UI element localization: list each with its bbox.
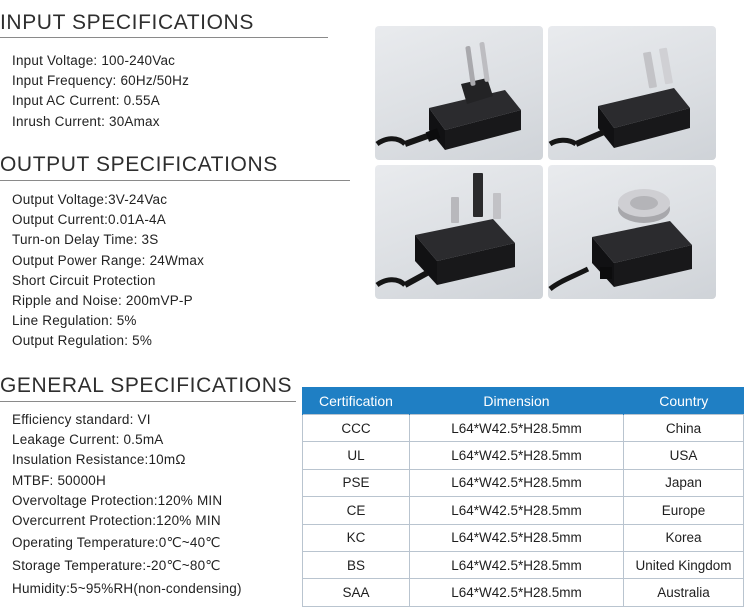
certification-cell: BS	[302, 550, 410, 580]
dimension-cell: L64*W42.5*H28.5mm	[409, 550, 624, 580]
output-spec-item: Turn-on Delay Time: 3S	[12, 232, 159, 248]
output-spec-list: Output Voltage:3V-24Vac Output Current:0…	[12, 190, 204, 352]
certification-cell: UL	[302, 441, 410, 470]
dimension-cell: L64*W42.5*H28.5mm	[409, 523, 624, 552]
country-cell: Japan	[623, 468, 744, 498]
input-specifications-heading: INPUT SPECIFICATIONS	[0, 11, 254, 34]
general-spec-item: Leakage Current: 0.5mA	[12, 432, 164, 448]
input-spec-item: Input AC Current: 0.55A	[12, 93, 160, 109]
output-spec-item: Output Voltage:3V-24Vac	[12, 192, 168, 207]
general-spec-item: MTBF: 50000H	[12, 472, 106, 488]
adapter-photo-au-plug	[548, 165, 716, 299]
certification-column-header: Certification	[302, 387, 410, 415]
output-spec-item: Output Power Range: 24Wmax	[12, 252, 205, 268]
uk-plug-adapter-illustration	[375, 173, 515, 288]
country-column-header: Country	[623, 387, 744, 415]
country-cell: United Kingdom	[623, 550, 744, 580]
output-heading-rule	[0, 180, 350, 181]
certification-cell: SAA	[302, 578, 410, 607]
output-spec-item: Short Circuit Protection	[12, 272, 156, 288]
certification-cell: CCC	[302, 413, 410, 443]
input-spec-list: Input Voltage: 100-240Vac Input Frequenc…	[12, 51, 189, 132]
input-spec-item: Inrush Current: 30Amax	[12, 113, 160, 129]
table-row: PSE L64*W42.5*H28.5mm Japan	[302, 468, 744, 498]
general-heading-rule	[0, 401, 296, 402]
us-plug-adapter-illustration	[548, 47, 690, 148]
dimension-cell: L64*W42.5*H28.5mm	[409, 578, 624, 607]
eu-plug-adapter-illustration	[375, 42, 521, 150]
general-specifications-heading: GENERAL SPECIFICATIONS	[0, 374, 293, 397]
input-spec-item: Input Frequency: 60Hz/50Hz	[12, 73, 190, 89]
table-row: SAA L64*W42.5*H28.5mm Australia	[302, 578, 744, 607]
general-spec-item: Storage Temperature:-20℃~80℃	[12, 558, 221, 574]
dimension-cell: L64*W42.5*H28.5mm	[409, 468, 624, 498]
adapter-photo-uk-plug	[375, 165, 543, 299]
country-cell: Australia	[623, 578, 744, 607]
table-row: CCC L64*W42.5*H28.5mm China	[302, 413, 744, 443]
certification-cell: PSE	[302, 468, 410, 498]
country-cell: Europe	[623, 496, 744, 525]
dimension-cell: L64*W42.5*H28.5mm	[409, 441, 624, 470]
adapter-photo-us-plug	[548, 26, 716, 160]
table-row: KC L64*W42.5*H28.5mm Korea	[302, 523, 744, 552]
general-spec-item: Humidity:5~95%RH(non-condensing)	[12, 581, 242, 597]
input-spec-item: Input Voltage: 100-240Vac	[12, 53, 176, 68]
au-plug-adapter-illustration	[548, 189, 692, 291]
certification-cell: KC	[302, 523, 410, 552]
country-cell: China	[623, 413, 744, 443]
general-spec-item: Overcurrent Protection:120% MIN	[12, 512, 221, 528]
adapter-photo-eu-plug	[375, 26, 543, 160]
output-spec-item: Output Current:0.01A-4A	[12, 212, 166, 228]
output-specifications-heading: OUTPUT SPECIFICATIONS	[0, 153, 278, 176]
dimension-column-header: Dimension	[409, 387, 624, 415]
output-spec-item: Output Regulation: 5%	[12, 333, 153, 349]
table-header-row: Certification Dimension Country	[302, 387, 744, 415]
general-spec-item: Overvoltage Protection:120% MIN	[12, 492, 223, 508]
certification-table: Certification Dimension Country CCC L64*…	[302, 387, 744, 607]
general-spec-item: Efficiency standard: VI	[12, 412, 151, 427]
general-spec-item: Operating Temperature:0℃~40℃	[12, 535, 221, 551]
general-spec-list: Efficiency standard: VI Leakage Current:…	[12, 410, 242, 600]
table-row: UL L64*W42.5*H28.5mm USA	[302, 441, 744, 470]
input-heading-rule	[0, 37, 328, 38]
table-row: BS L64*W42.5*H28.5mm United Kingdom	[302, 550, 744, 580]
output-spec-item: Ripple and Noise: 200mVP-P	[12, 292, 193, 308]
country-cell: Korea	[623, 523, 744, 552]
output-spec-item: Line Regulation: 5%	[12, 313, 137, 329]
table-row: CE L64*W42.5*H28.5mm Europe	[302, 496, 744, 525]
general-spec-item: Insulation Resistance:10mΩ	[12, 452, 186, 468]
dimension-cell: L64*W42.5*H28.5mm	[409, 496, 624, 525]
dimension-cell: L64*W42.5*H28.5mm	[409, 413, 624, 443]
country-cell: USA	[623, 441, 744, 470]
certification-cell: CE	[302, 496, 410, 525]
